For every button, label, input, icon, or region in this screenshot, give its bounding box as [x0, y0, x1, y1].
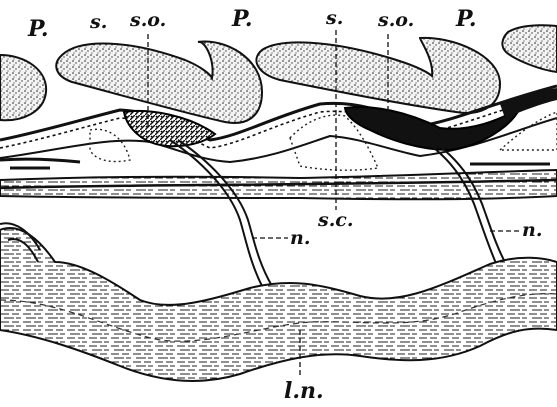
lobe-left — [56, 41, 262, 122]
label-p-left: P. — [27, 16, 49, 42]
label-p-mid: P. — [231, 6, 253, 32]
label-ln: l.n. — [284, 378, 324, 404]
label-sc: s.c. — [317, 209, 354, 231]
nerve-right — [420, 138, 498, 268]
lobe-middle — [256, 38, 500, 113]
stippled-lobes — [0, 25, 557, 123]
label-so-left: s.o. — [129, 9, 166, 31]
dermal-band — [0, 159, 557, 199]
lobe-right — [502, 25, 557, 72]
label-s-mid: s. — [325, 7, 343, 29]
nerve-left — [170, 140, 262, 286]
nerve-right-b — [428, 138, 508, 268]
label-n-left: n. — [290, 227, 310, 249]
label-so-mid: s.o. — [377, 9, 414, 31]
label-p-right: P. — [455, 6, 477, 32]
label-n-right: n. — [522, 219, 542, 241]
lateral-nerve-band — [0, 223, 557, 381]
label-s-left: s. — [89, 11, 107, 33]
lobe-far-left — [0, 55, 46, 120]
